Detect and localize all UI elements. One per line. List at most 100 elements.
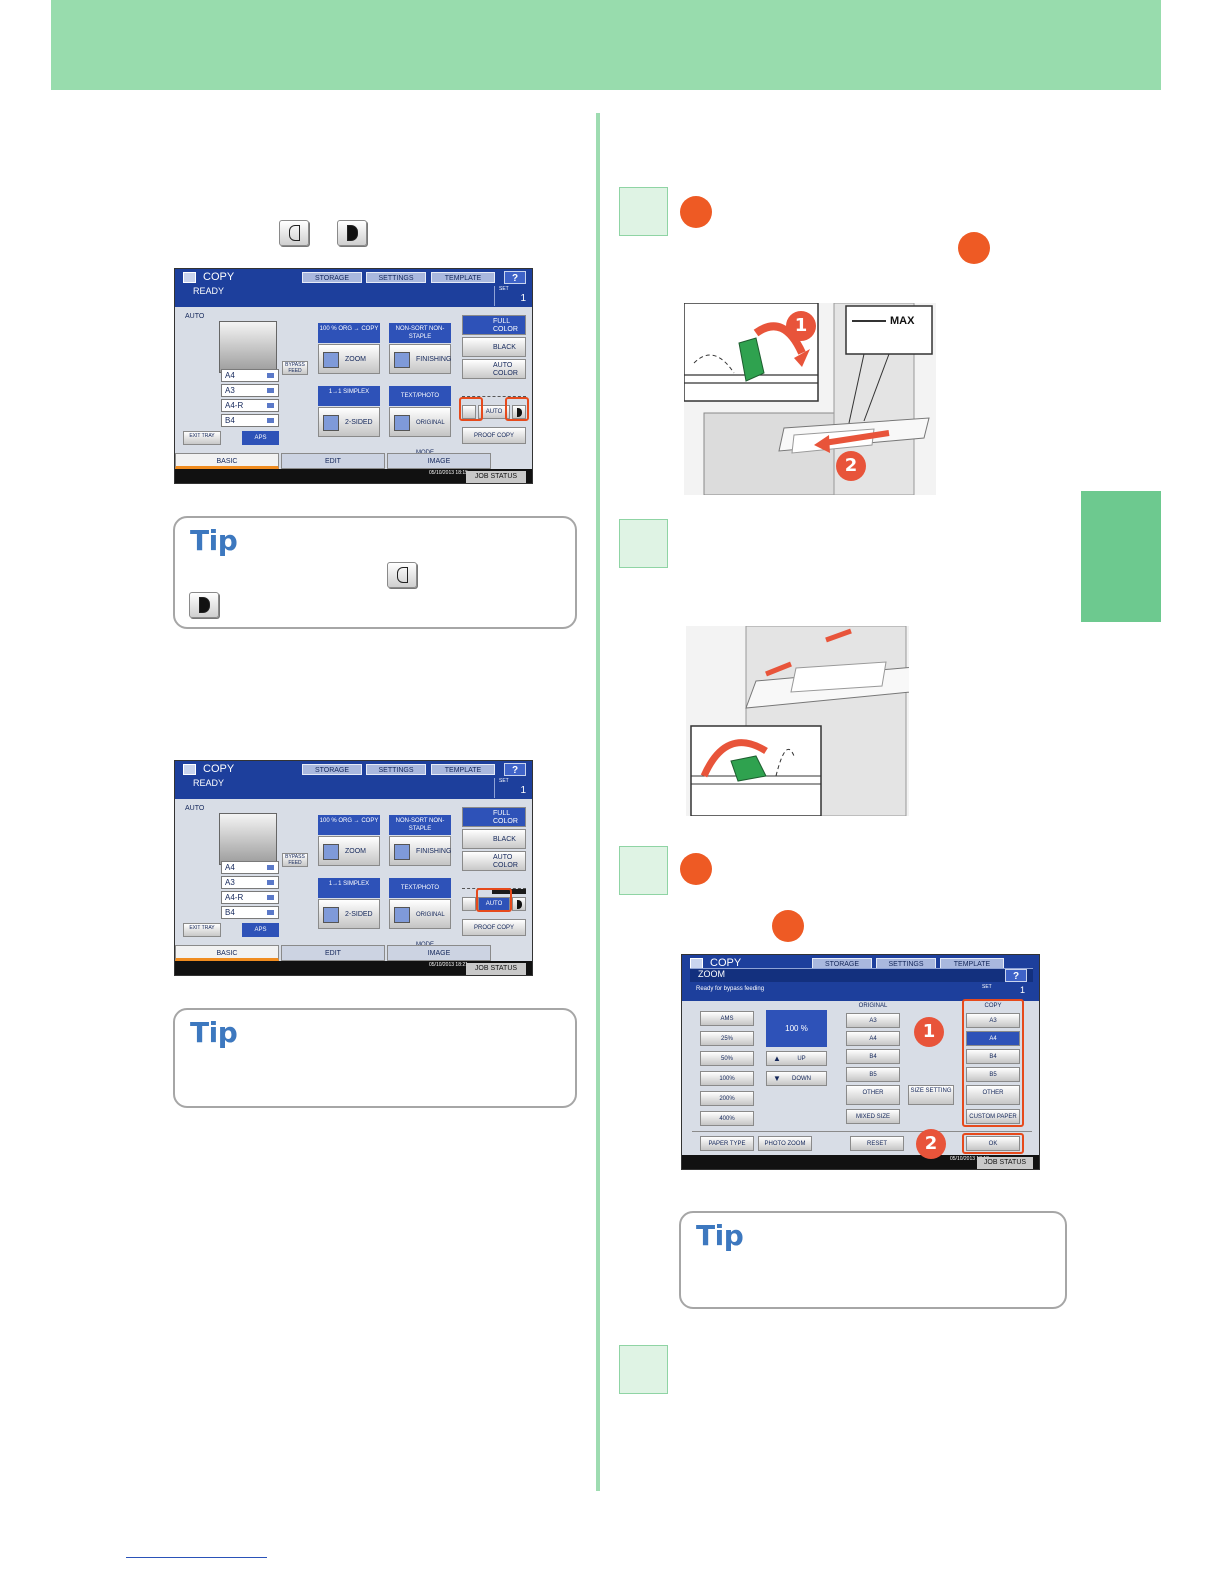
- photo-zoom-button[interactable]: PHOTO ZOOM: [758, 1136, 812, 1151]
- job-status-button[interactable]: JOB STATUS: [466, 471, 526, 483]
- tab-basic[interactable]: BASIC: [175, 945, 279, 961]
- bypass-tray-illustration: 1 2 MAX: [684, 303, 936, 495]
- original-other-button[interactable]: OTHER: [846, 1085, 900, 1105]
- tab-basic[interactable]: BASIC: [175, 453, 279, 469]
- aps-button[interactable]: APS: [242, 431, 279, 445]
- tab-storage[interactable]: STORAGE: [302, 272, 362, 283]
- two-sided-button[interactable]: 2-SIDED: [318, 407, 380, 437]
- ratio-200-button[interactable]: 200%: [700, 1091, 754, 1106]
- original-mode-button[interactable]: ORIGINAL MODE: [389, 899, 451, 948]
- copy-other-button[interactable]: OTHER: [966, 1085, 1020, 1105]
- black-button[interactable]: BLACK: [462, 829, 526, 849]
- paper-type-button[interactable]: PAPER TYPE: [700, 1136, 754, 1151]
- help-button[interactable]: ?: [1005, 969, 1027, 982]
- zoom-message: Ready for bypass feeding: [696, 986, 765, 992]
- black-button[interactable]: BLACK: [462, 337, 526, 357]
- copy-label: COPY: [984, 1003, 1002, 1009]
- job-status-button[interactable]: JOB STATUS: [466, 963, 526, 975]
- aps-button[interactable]: APS: [242, 923, 279, 937]
- full-color-button[interactable]: FULL COLOR: [462, 807, 526, 827]
- density-light-button[interactable]: [462, 897, 476, 911]
- help-button[interactable]: ?: [504, 763, 526, 776]
- density-control: AUTO: [462, 881, 526, 911]
- side-guide-drawing: [686, 626, 909, 816]
- tray-4-button[interactable]: B4: [221, 414, 279, 427]
- ams-button[interactable]: AMS: [700, 1011, 754, 1026]
- copy-b4-button[interactable]: B4: [966, 1049, 1020, 1064]
- tab-settings[interactable]: SETTINGS: [366, 764, 426, 775]
- auto-label: AUTO: [185, 805, 205, 812]
- original-mixed-size-button[interactable]: MIXED SIZE: [846, 1109, 900, 1124]
- ok-button[interactable]: OK: [966, 1136, 1020, 1151]
- two-sided-button[interactable]: 2-SIDED: [318, 899, 380, 929]
- exit-tray-button[interactable]: EXIT TRAY: [183, 431, 221, 445]
- chapter-side-tab[interactable]: [1081, 491, 1161, 622]
- original-a4-button[interactable]: A4: [846, 1031, 900, 1046]
- tab-template[interactable]: TEMPLATE: [431, 272, 495, 283]
- tab-edit[interactable]: EDIT: [281, 945, 385, 961]
- zoom-button[interactable]: ZOOM: [318, 344, 380, 374]
- proof-copy-button[interactable]: PROOF COPY: [462, 919, 526, 936]
- copy-b5-button[interactable]: B5: [966, 1067, 1020, 1082]
- footer-link-underline[interactable]: [126, 1557, 267, 1558]
- zoom-button[interactable]: ZOOM: [318, 836, 380, 866]
- density-dark-button-icon: [189, 592, 219, 618]
- tray-2-button[interactable]: A3: [221, 384, 279, 397]
- original-a3-button[interactable]: A3: [846, 1013, 900, 1028]
- tray-3-button[interactable]: A4-R: [221, 399, 279, 412]
- copy-icon: [183, 764, 196, 775]
- copy-a3-button[interactable]: A3: [966, 1013, 1020, 1028]
- step-box-4: [619, 1345, 668, 1394]
- down-arrow-icon: ▼: [773, 1074, 781, 1083]
- tray-2-button[interactable]: A3: [221, 876, 279, 889]
- reset-button[interactable]: RESET: [850, 1136, 904, 1151]
- bypass-feed-button[interactable]: BYPASS FEED: [282, 853, 308, 867]
- copy-basic-screen-manual: COPY READY STORAGE SETTINGS TEMPLATE ? S…: [174, 268, 533, 484]
- ratio-50-button[interactable]: 50%: [700, 1051, 754, 1066]
- screen-title: COPY: [203, 271, 235, 283]
- density-level-bar: [492, 889, 526, 894]
- density-dark-button[interactable]: [512, 897, 526, 911]
- tab-template[interactable]: TEMPLATE: [431, 764, 495, 775]
- tab-settings[interactable]: SETTINGS: [366, 272, 426, 283]
- datetime: 05/10/2013 18:18: [950, 1156, 989, 1162]
- copy-a4-button[interactable]: A4: [966, 1031, 1020, 1046]
- step-box-2: [619, 519, 668, 568]
- zoom-up-button[interactable]: ▲ UP: [766, 1051, 827, 1066]
- status-bar: 05/10/2013 18:18 JOB STATUS: [682, 1155, 1039, 1169]
- finishing-button[interactable]: FINISHING: [389, 344, 451, 374]
- density-light-button[interactable]: [462, 405, 476, 419]
- ratio-25-button[interactable]: 25%: [700, 1031, 754, 1046]
- original-mode-button[interactable]: ORIGINAL MODE: [389, 407, 451, 456]
- tray-1-button[interactable]: A4: [221, 861, 279, 874]
- tray-4-button[interactable]: B4: [221, 906, 279, 919]
- tab-image[interactable]: IMAGE: [387, 453, 491, 469]
- ratio-400-button[interactable]: 400%: [700, 1111, 754, 1126]
- finishing-button[interactable]: FINISHING: [389, 836, 451, 866]
- help-button[interactable]: ?: [504, 271, 526, 284]
- density-auto-button[interactable]: AUTO: [478, 405, 510, 419]
- copy-custom-paper-button[interactable]: CUSTOM PAPER: [966, 1109, 1020, 1124]
- full-color-button[interactable]: FULL COLOR: [462, 315, 526, 335]
- machine-illustration: [219, 321, 277, 373]
- exit-tray-button[interactable]: EXIT TRAY: [183, 923, 221, 937]
- original-b4-button[interactable]: B4: [846, 1049, 900, 1064]
- tab-storage[interactable]: STORAGE: [302, 764, 362, 775]
- tip-box-3: Tip: [679, 1211, 1067, 1309]
- size-setting-button[interactable]: SIZE SETTING: [908, 1085, 954, 1105]
- bypass-feed-button[interactable]: BYPASS FEED: [282, 361, 308, 375]
- auto-color-button[interactable]: AUTO COLOR: [462, 359, 526, 379]
- tab-image[interactable]: IMAGE: [387, 945, 491, 961]
- zoom-down-button[interactable]: ▼ DOWN: [766, 1071, 827, 1086]
- job-status-button[interactable]: JOB STATUS: [977, 1157, 1033, 1169]
- density-dark-button[interactable]: [512, 405, 526, 419]
- proof-copy-button[interactable]: PROOF COPY: [462, 427, 526, 444]
- auto-color-button[interactable]: AUTO COLOR: [462, 851, 526, 871]
- ratio-100-button[interactable]: 100%: [700, 1071, 754, 1086]
- tray-1-button[interactable]: A4: [221, 369, 279, 382]
- original-b5-button[interactable]: B5: [846, 1067, 900, 1082]
- tab-edit[interactable]: EDIT: [281, 453, 385, 469]
- screen-status: READY: [193, 286, 225, 296]
- tray-3-button[interactable]: A4-R: [221, 891, 279, 904]
- screen-status: READY: [193, 778, 225, 788]
